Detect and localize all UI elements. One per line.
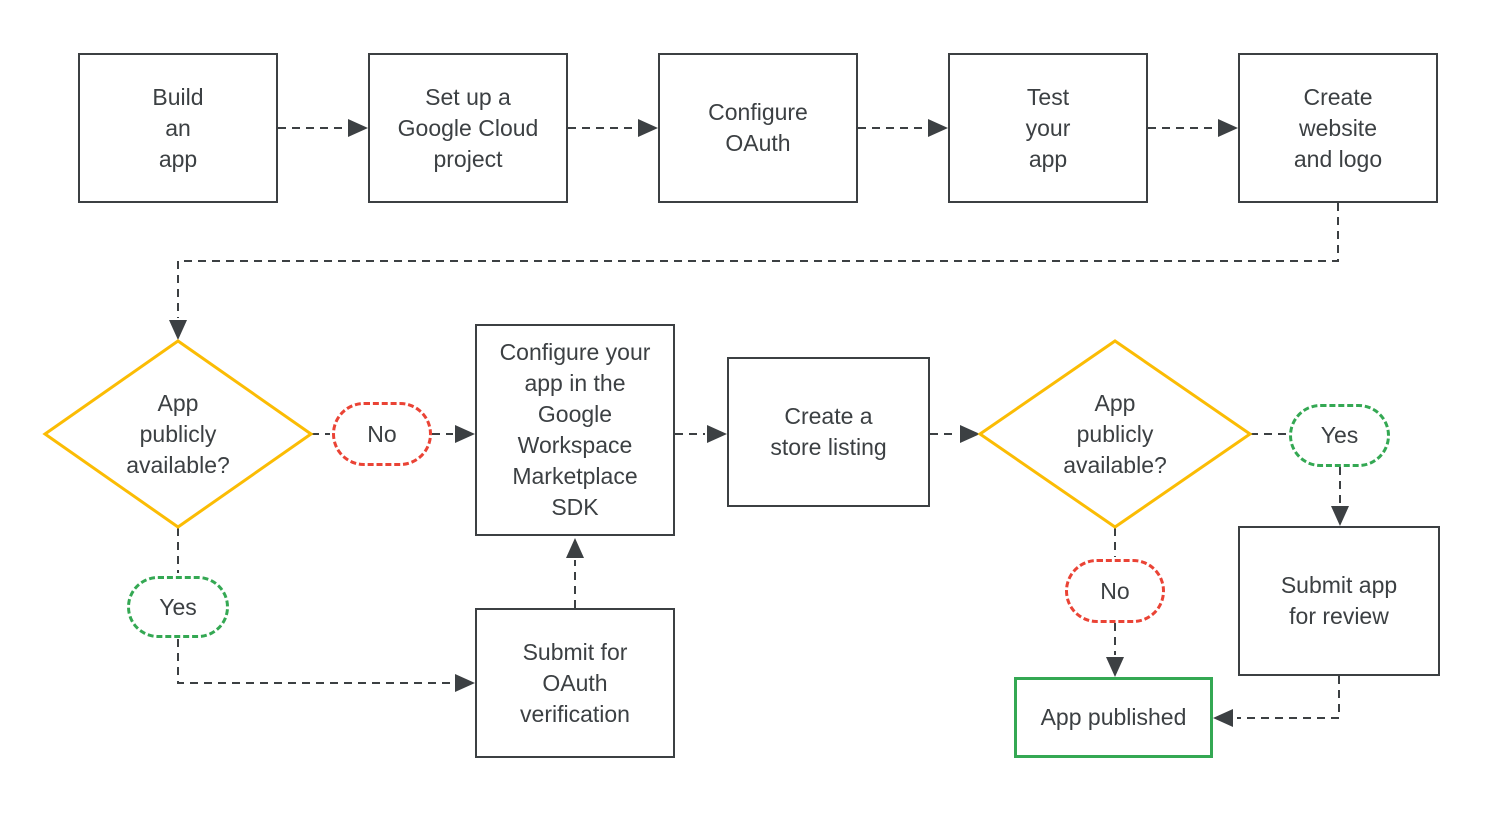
arrowhead-website (1218, 119, 1238, 137)
connector-review-to-published (1237, 676, 1340, 719)
arrowhead-project (348, 119, 368, 137)
node-configure-oauth: Configure OAuth (658, 53, 858, 203)
node-configure-marketplace-sdk: Configure your app in the Google Workspa… (475, 324, 675, 536)
decision-left-diamond (42, 339, 314, 529)
decision-right-no-pill: No (1065, 559, 1165, 623)
arrowhead-published-right (1213, 709, 1233, 727)
node-setup-google-cloud-project: Set up a Google Cloud project (368, 53, 568, 203)
arrowhead-decision-right (960, 425, 980, 443)
node-build-app: Build an app (78, 53, 278, 203)
connector-website-to-decision-left (177, 203, 1339, 318)
arrowhead-test (928, 119, 948, 137)
arrowhead-decision-left (169, 320, 187, 340)
arrowhead-sdk-left (455, 425, 475, 443)
decision-right-yes-pill: Yes (1289, 404, 1390, 467)
decision-right-diamond (977, 339, 1253, 529)
connector-yes-to-submit-oauth (177, 639, 451, 684)
node-create-store-listing: Create a store listing (727, 357, 930, 507)
arrowhead-sdk-bottom (566, 538, 584, 558)
decision-right-label: App publicly available? (1063, 389, 1167, 478)
decision-left-yes-pill: Yes (127, 576, 229, 638)
arrowhead-review (1331, 506, 1349, 526)
arrowhead-submit-oauth (455, 674, 475, 692)
decision-left-no-pill: No (332, 402, 432, 466)
arrowhead-oauth (638, 119, 658, 137)
node-create-website-logo: Create website and logo (1238, 53, 1438, 203)
node-app-published: App published (1014, 677, 1213, 758)
arrowhead-store (707, 425, 727, 443)
node-test-your-app: Test your app (948, 53, 1148, 203)
node-submit-oauth-verification: Submit for OAuth verification (475, 608, 675, 758)
arrowhead-published-top (1106, 657, 1124, 677)
decision-left-label: App publicly available? (126, 389, 230, 478)
node-submit-app-for-review: Submit app for review (1238, 526, 1440, 676)
